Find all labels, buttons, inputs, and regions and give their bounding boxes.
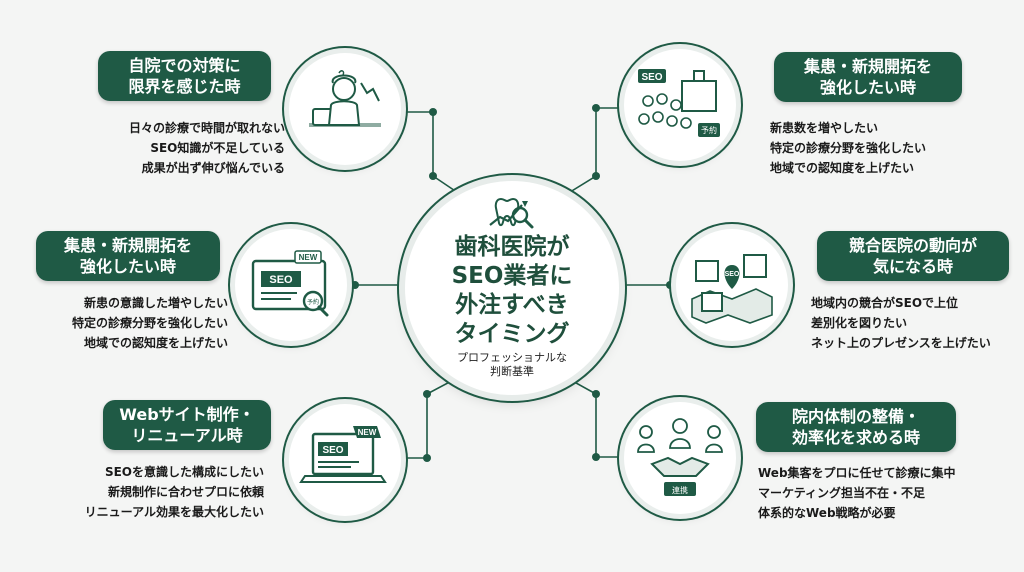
list-item: 新患の意識した増やしたい [83,296,228,310]
map-competitors-icon: SEO [676,229,788,341]
patients-clinic-icon: SEO 予約 [624,49,736,161]
list-item: 日々の診療で時間が取れない [128,121,285,135]
list-item: 特定の診療分野を強化したい [770,141,927,155]
list-item: SEO知識が不足している [150,141,285,155]
new-badge-text: NEW [299,253,318,262]
card-top-left-heading: 自院での対策に 限界を感じた時 [98,51,271,101]
laptop-new-site-icon: SEO NEW [289,404,401,516]
list-item: 地域での認知度を上げたい [83,336,228,350]
card-bottom-left-heading: Webサイト制作・ リニューアル時 [103,400,271,450]
list-item: SEOを意識した構成にしたい [104,465,264,479]
connector-dot [351,281,359,289]
list-item: 成果が出ず伸び悩んでいる [141,161,285,175]
card-bottom-left-items: SEOを意識した構成にしたい 新規制作に合わせプロに依頼 リニューアル効果を最大… [40,462,264,522]
list-item: 差別化を図りたい [811,316,908,330]
card-top-left-items: 日々の診療で時間が取れない SEO知識が不足している 成果が出ず伸び悩んでいる [61,118,285,178]
list-item: 新規制作に合わせプロに依頼 [107,485,264,499]
list-item: 新患数を増やしたい [770,121,879,135]
card-mid-left-items: 新患の意識した増やしたい 特定の診療分野を強化したい 地域での認知度を上げたい [12,293,228,353]
card-mid-right-items: 地域内の競合がSEOで上位 差別化を図りたい ネット上のプレゼンスを上げたい [811,293,1021,353]
clinic-seo-text: SEO [641,72,662,83]
connector-dot [592,453,600,461]
reserve-tag-text: 予約 [701,125,717,135]
card-bottom-right-items: Web集客をプロに任せて診療に集中 マーケティング担当不在・不足 体系的なWeb… [758,463,998,523]
list-item: 体系的なWeb戦略が必要 [758,506,896,520]
laptop-new-badge: NEW [358,428,377,437]
monitor-seo-text: SEO [269,274,293,286]
connector-bottom-right [548,367,646,458]
center-subtitle: プロフェッショナルな 判断基準 [457,351,567,378]
list-item: 特定の診療分野を強化したい [71,316,228,330]
connector-dot [666,281,674,289]
center-title: 歯科医院が SEO業者に 外注すべき タイミング [451,234,573,347]
connector-dot [429,172,437,180]
list-item: ネット上のプレゼンスを上げたい [811,336,991,350]
list-item: Web集客をプロに任せて診療に集中 [758,466,956,480]
seo-monitor-icon: SEO NEW 予約 [235,229,347,341]
list-item: マーケティング担当不在・不足 [758,486,926,500]
link-tag-text: 連携 [672,485,688,495]
connector-dot [592,390,600,398]
reserve-tag-text: 予約 [307,298,319,306]
connector-top-right [548,107,646,206]
handshake-team-icon: 連携 [624,402,736,514]
tooth-growth-icon [488,195,538,235]
center-hub: 歯科医院が SEO業者に 外注すべき タイミング プロフェッショナルな 判断基準 [405,181,619,395]
card-bottom-right-heading: 院内体制の整備・ 効率化を求める時 [756,402,956,452]
connector-dot [592,104,600,112]
stressed-doctor-icon [289,53,401,165]
connector-dot [423,390,431,398]
connector-dot [592,172,600,180]
list-item: 地域での認知度を上げたい [770,161,915,175]
card-mid-left-heading: 集患・新規開拓を 強化したい時 [36,231,220,281]
connector-dot [423,454,431,462]
card-top-right-items: 新患数を増やしたい 特定の診療分野を強化したい 地域での認知度を上げたい [770,118,990,178]
list-item: リニューアル効果を最大化したい [84,505,264,519]
connector-dot [429,108,437,116]
card-mid-right-heading: 競合医院の動向が 気になる時 [817,231,1009,281]
list-item: 地域内の競合がSEOで上位 [811,296,959,310]
card-top-right-heading: 集患・新規開拓を 強化したい時 [774,52,962,102]
laptop-seo-text: SEO [322,445,343,456]
map-seo-text: SEO [725,271,740,278]
